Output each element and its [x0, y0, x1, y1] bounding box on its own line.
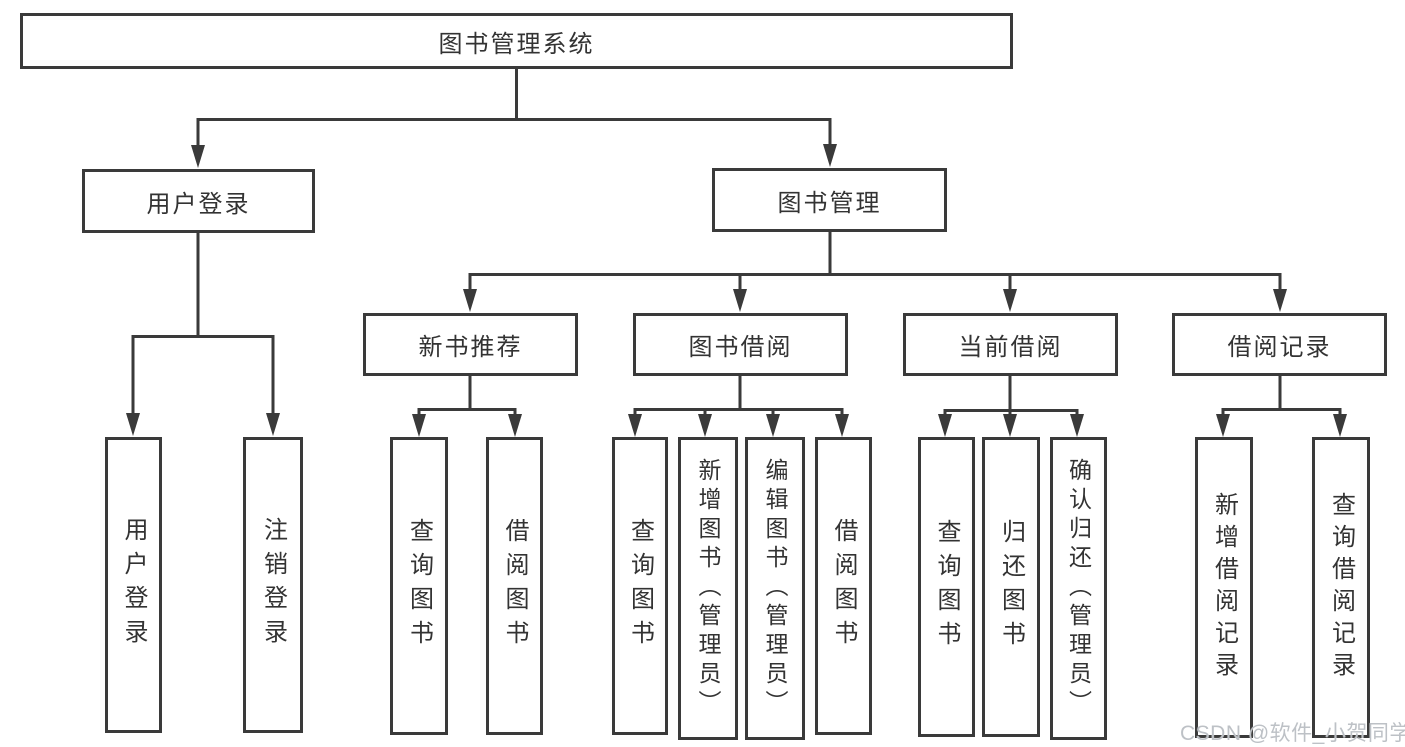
- leaf-label: 确认归还（管理员）: [1065, 458, 1092, 719]
- leaf-label: 借阅图书: [501, 518, 528, 654]
- leaf-label: 编辑图书（管理员）: [762, 458, 788, 719]
- leaf-label: 查询图书: [626, 518, 654, 654]
- leaf-label: 借阅图书: [830, 518, 857, 654]
- node-current-borrow: 当前借阅: [903, 313, 1118, 376]
- node-borrow-records-label: 借阅记录: [1227, 334, 1332, 361]
- csdn-watermark: CSDN @软件_小贺同学: [1180, 722, 1405, 745]
- leaf-edit-books-admin: 编辑图书（管理员）: [745, 437, 805, 740]
- leaf-confirm-return-admin: 确认归还（管理员）: [1050, 437, 1107, 740]
- leaf-user-login: 用户登录: [105, 437, 162, 733]
- leaf-query-books-2: 查询图书: [612, 437, 668, 735]
- leaf-query-borrow-record: 查询借阅记录: [1312, 437, 1370, 738]
- leaf-label: 查询借阅记录: [1327, 491, 1355, 684]
- leaf-add-books-admin: 新增图书（管理员）: [678, 437, 738, 740]
- node-borrow-records: 借阅记录: [1172, 313, 1387, 376]
- node-new-book-recommend: 新书推荐: [363, 313, 578, 376]
- leaf-return-books: 归还图书: [982, 437, 1040, 737]
- leaf-label: 新增图书（管理员）: [695, 458, 721, 719]
- node-user-login-label: 用户登录: [146, 190, 251, 218]
- node-user-login: 用户登录: [82, 169, 315, 233]
- leaf-borrow-books-2: 借阅图书: [815, 437, 872, 735]
- leaf-query-books-1: 查询图书: [390, 437, 448, 735]
- leaf-borrow-books-1: 借阅图书: [486, 437, 543, 735]
- leaf-label: 新增借阅记录: [1210, 491, 1238, 684]
- node-book-management: 图书管理: [712, 168, 947, 232]
- node-root-label: 图书管理系统: [438, 30, 595, 58]
- node-root: 图书管理系统: [20, 13, 1013, 69]
- node-book-management-label: 图书管理: [777, 189, 882, 217]
- arrowhead-icons: [126, 144, 1347, 437]
- node-book-borrow: 图书借阅: [633, 313, 848, 376]
- leaf-label: 用户登录: [120, 517, 147, 653]
- node-book-borrow-label: 图书借阅: [688, 334, 793, 361]
- leaf-add-borrow-record: 新增借阅记录: [1195, 437, 1253, 738]
- leaf-label: 注销登录: [259, 517, 287, 653]
- leaf-logout: 注销登录: [243, 437, 303, 733]
- node-current-borrow-label: 当前借阅: [958, 334, 1063, 361]
- leaf-query-books-3: 查询图书: [918, 437, 975, 737]
- leaf-label: 归还图书: [997, 519, 1025, 655]
- node-new-book-recommend-label: 新书推荐: [418, 334, 523, 361]
- leaf-label: 查询图书: [405, 518, 433, 654]
- leaf-label: 查询图书: [933, 519, 960, 655]
